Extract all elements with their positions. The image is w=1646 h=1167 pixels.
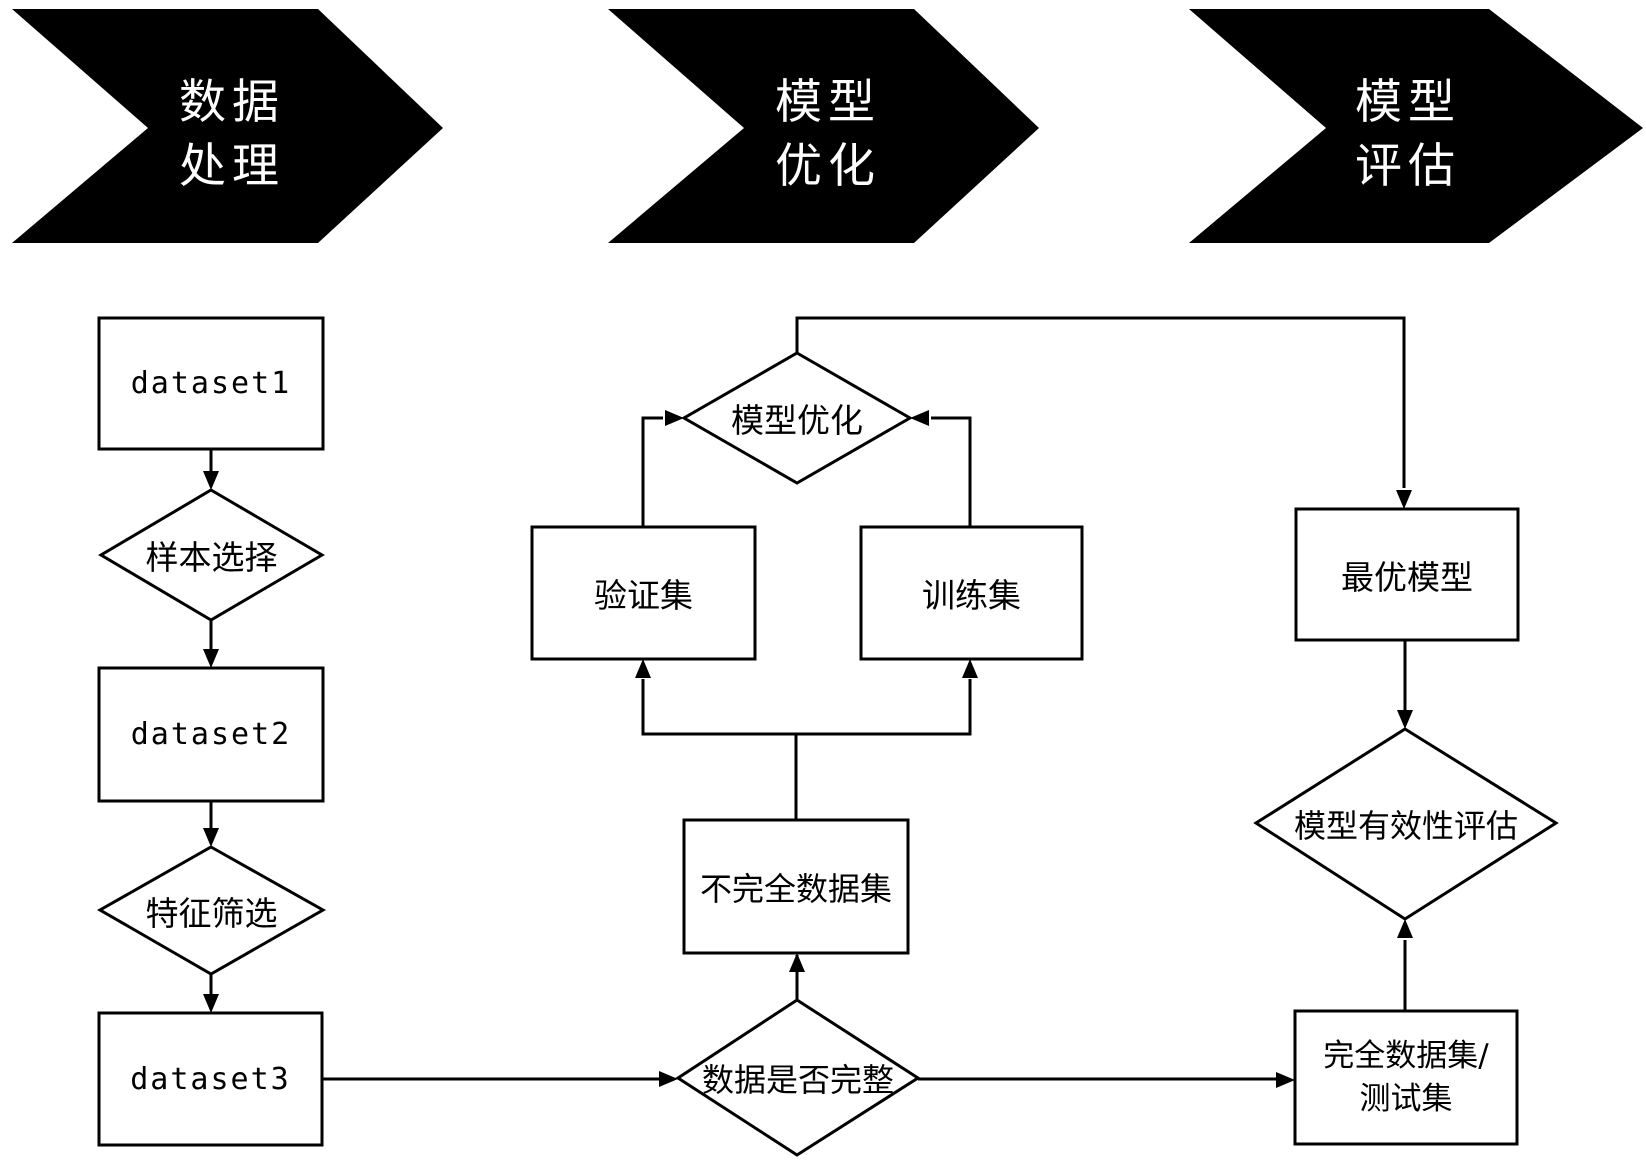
box-training-set <box>859 525 1084 661</box>
arrowhead-down <box>203 994 219 1013</box>
box-dataset2 <box>97 666 325 803</box>
arrowhead-down <box>203 649 219 668</box>
arrowhead-left <box>910 410 929 426</box>
arrowhead-down <box>203 828 219 847</box>
box-incomplete-dataset <box>682 818 910 955</box>
box-validation-set <box>530 525 757 661</box>
box-dataset3 <box>97 1011 324 1147</box>
arrow-validation-set-to-model-optimization <box>641 416 663 527</box>
arrowhead-down <box>1397 710 1413 729</box>
arrowhead-right <box>665 410 684 426</box>
banner-model-optimization <box>608 9 1039 243</box>
diamond-data-complete-check <box>675 998 921 1157</box>
arrowhead-down <box>1396 490 1412 509</box>
diamond-model-validity-evaluation <box>1253 727 1559 921</box>
box-complete-test-set <box>1293 1009 1519 1146</box>
banner-data-processing <box>12 9 443 243</box>
diamond-sample-selection <box>98 488 325 622</box>
arrowhead-right <box>1276 1072 1295 1088</box>
diamond-model-optimization <box>680 351 914 485</box>
box-best-model <box>1294 507 1520 642</box>
arrowhead-up <box>635 659 651 678</box>
feedback-model-optimization-to-best-model <box>795 316 1406 488</box>
arrow-training-set-to-model-optimization <box>931 416 972 527</box>
arrowhead-down <box>203 471 219 490</box>
arrowhead-up <box>789 953 805 972</box>
banner-model-evaluation <box>1189 9 1643 243</box>
arrowhead-up <box>1397 919 1413 938</box>
arrowhead-right <box>659 1071 678 1087</box>
diamond-feature-filter <box>96 845 327 976</box>
arrowhead-up <box>962 659 978 678</box>
split-incomplete-dataset-to-sets <box>641 679 972 820</box>
box-dataset1 <box>97 316 325 451</box>
